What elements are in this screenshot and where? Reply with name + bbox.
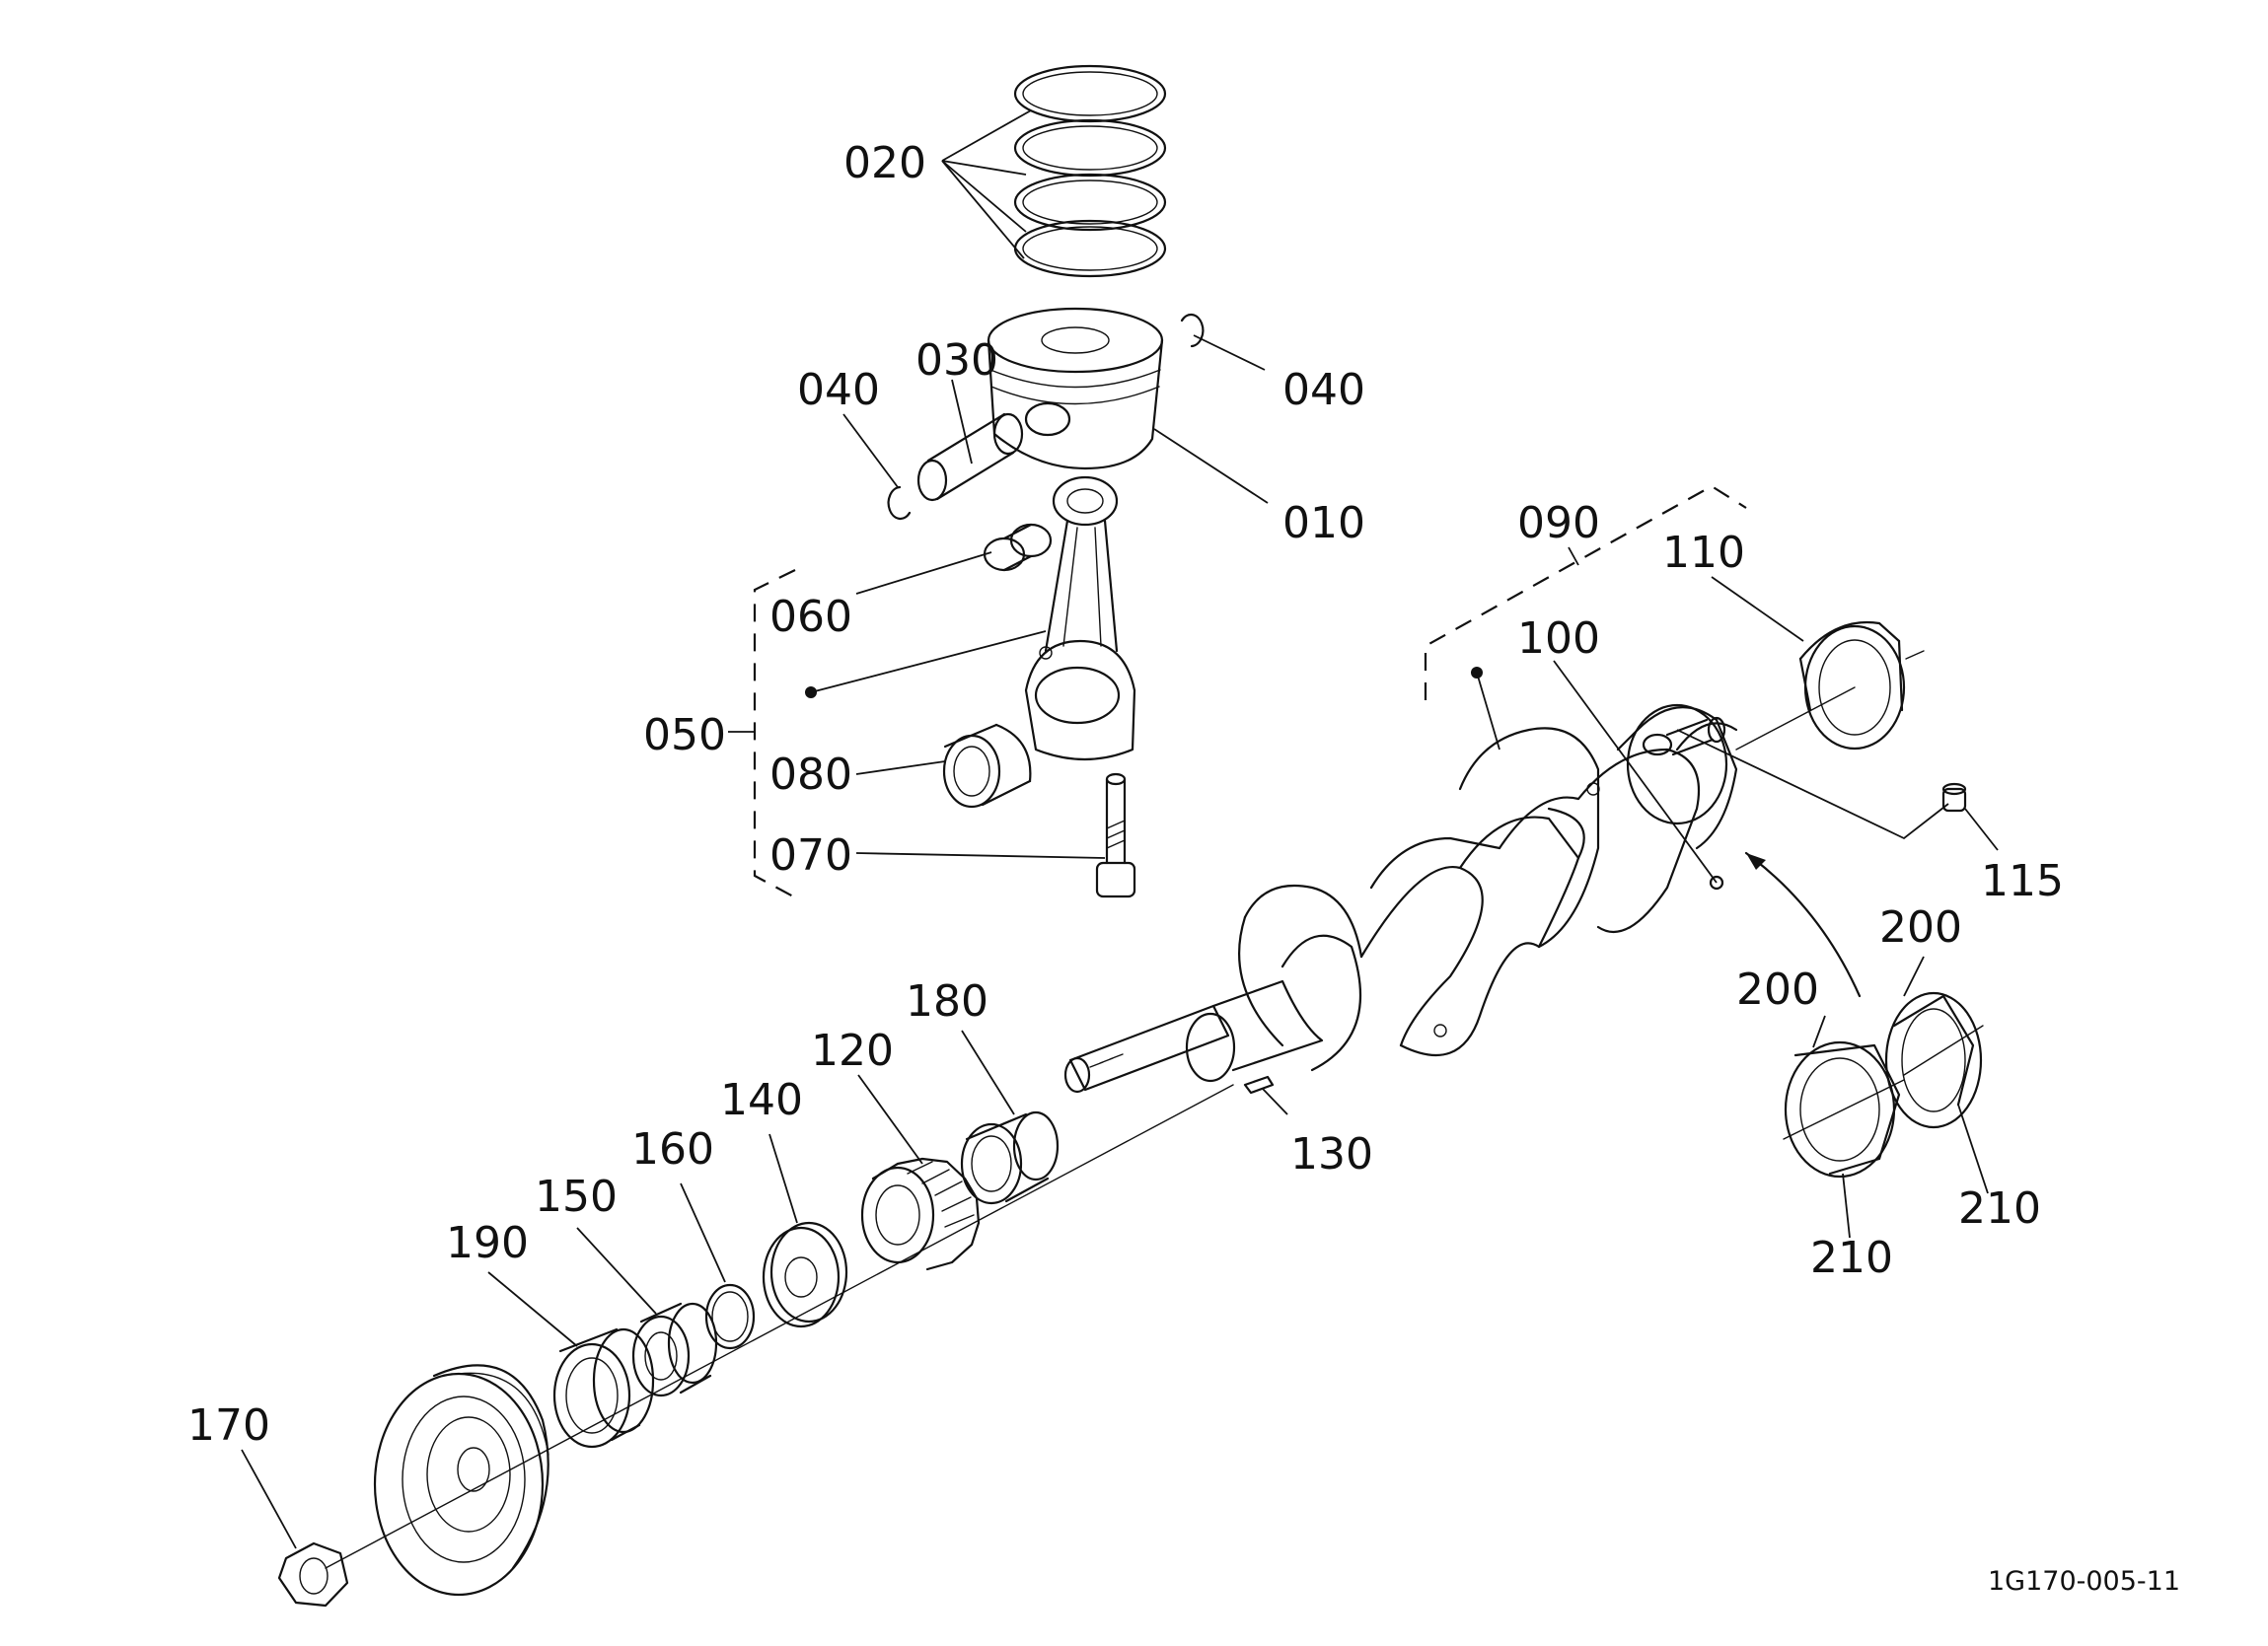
callout-080: 080: [769, 750, 852, 800]
assembly-axis-line: [325, 1084, 1234, 1569]
callout-200-front: 200: [1736, 965, 1819, 1015]
callout-030: 030: [915, 335, 998, 386]
document-id: 1G170-005-11: [1988, 1566, 2180, 1597]
rod-bolt-illustration: [1095, 772, 1136, 898]
leader-lines: [241, 109, 1999, 1549]
callout-040-left: 040: [797, 365, 880, 415]
callout-040-right: 040: [1282, 365, 1365, 415]
callout-170: 170: [187, 1400, 270, 1451]
piston-illustration: [987, 307, 1164, 470]
callout-140: 140: [720, 1075, 803, 1125]
callout-190: 190: [446, 1218, 529, 1268]
oil-hole-illustration: [1709, 875, 1724, 891]
callout-200-rear: 200: [1879, 902, 1962, 953]
oil-seal-illustration: [552, 1327, 655, 1449]
callout-120: 120: [811, 1026, 894, 1076]
crankshaft-gear-illustration: [860, 1157, 981, 1271]
callout-150: 150: [535, 1172, 618, 1222]
connecting-rod-illustration: [1024, 475, 1136, 761]
callout-070: 070: [769, 830, 852, 881]
snap-ring-right-illustration: [1180, 313, 1205, 348]
main-bearing-illustration: [1735, 621, 1925, 751]
callout-060: 060: [769, 592, 852, 642]
callout-130: 130: [1290, 1129, 1373, 1180]
thrust-bearing-front-illustration: [1783, 1040, 1905, 1179]
thrust-collar-illustration: [762, 1221, 848, 1328]
callout-050: 050: [643, 710, 726, 760]
callout-010: 010: [1282, 498, 1365, 548]
callout-020: 020: [843, 138, 926, 188]
callout-110: 110: [1662, 528, 1745, 578]
callout-090: 090: [1517, 498, 1600, 548]
callout-100: 100: [1517, 613, 1600, 664]
install-direction-arrow-icon: [1744, 851, 1862, 998]
piston-rings-illustration: [1013, 64, 1167, 278]
callout-210-front: 210: [1810, 1233, 1893, 1283]
nut-illustration: [277, 1541, 349, 1608]
snap-ring-left-illustration: [887, 485, 912, 521]
connecting-rod-assembly-bracket: [728, 569, 796, 898]
callout-160: 160: [631, 1124, 714, 1175]
dowel-pin-illustration: [1941, 782, 1967, 813]
oil-slinger-illustration: [631, 1302, 718, 1397]
bushing-illustration: [983, 523, 1053, 572]
o-ring-illustration: [704, 1283, 756, 1350]
crankshaft-pulley-illustration: [373, 1364, 549, 1597]
crankshaft-assembly-bracket: [1424, 484, 1747, 700]
crankshaft-illustration: [1063, 703, 1738, 1094]
crankpin-bearing-illustration: [942, 723, 1032, 809]
collar-illustration: [960, 1110, 1060, 1205]
callout-180: 180: [906, 976, 988, 1027]
callout-210-rear: 210: [1958, 1183, 2041, 1234]
feather-key-illustration: [1243, 1075, 1275, 1095]
callout-115: 115: [1981, 856, 2064, 906]
thrust-bearing-rear-illustration: [1884, 991, 1984, 1129]
